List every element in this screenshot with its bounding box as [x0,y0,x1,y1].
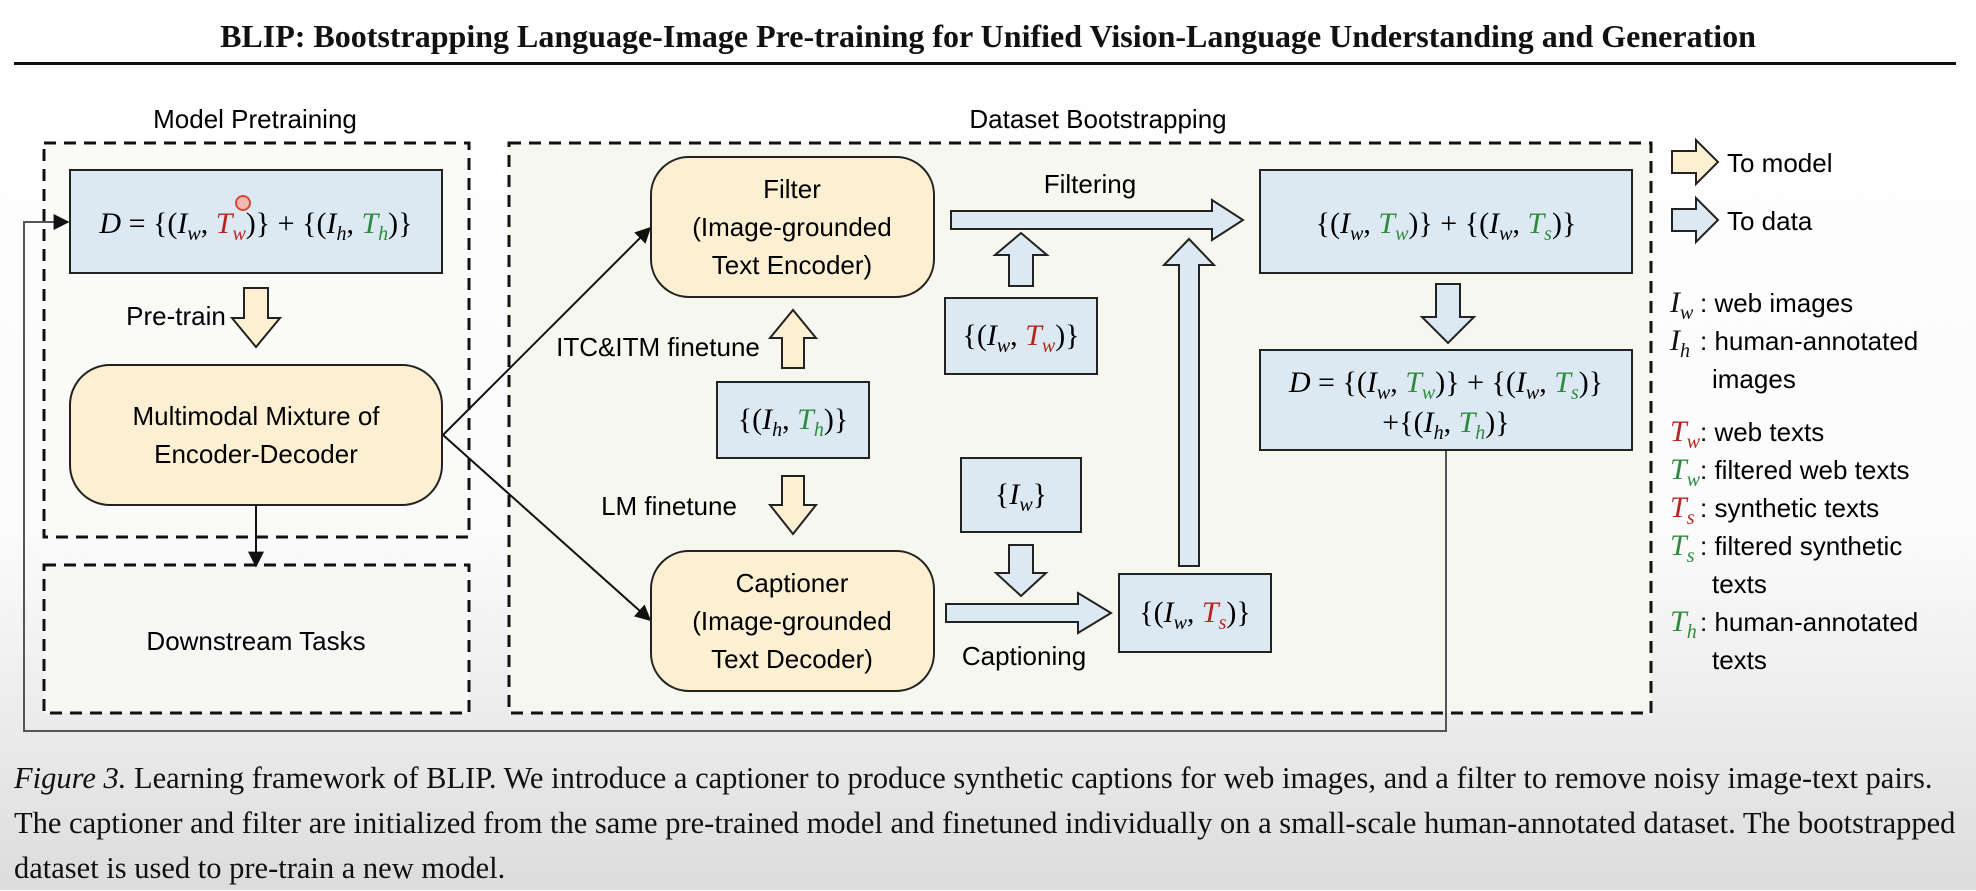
model-pretraining-label: Model Pretraining [153,104,357,134]
web-pairs-box [944,297,1098,375]
downstream-panel [42,563,471,715]
figure-title: BLIP: Bootstrapping Language-Image Pre-t… [220,18,1756,54]
filter-line1: Filter [763,174,821,204]
filtering-label: Filtering [1044,169,1136,199]
itc-itm-label: ITC&ITM finetune [556,332,760,362]
legend-desc-3-0: : filtered web texts [1700,455,1910,485]
legend-desc-5-1: texts [1712,569,1767,599]
web-pairs-formula: {(Iw, Tw)} [962,319,1079,357]
legend-symbol-ih-1: Ih [1669,324,1690,362]
new-dataset-formula-line1: D = {(Iw, Tw)} + {(Iw, Ts)} [1288,366,1603,404]
legend-desc-5-0: : filtered synthetic [1700,531,1902,561]
dataset-d-formula: D = {(Iw, Tw)} + {(Ih, Th)} [98,207,412,245]
synthetic-pairs-box [1118,573,1272,653]
lm-label: LM finetune [601,491,737,521]
captioner-line2: (Image-grounded [692,606,891,636]
legend-symbol-ts-5: Ts [1670,529,1695,567]
new-dataset-down-arrow [1419,283,1477,345]
to-model-label: To model [1727,148,1833,178]
legend-desc-1-0: : human-annotated [1700,326,1918,356]
pretrain-label: Pre-train [126,301,226,331]
cursor-indicator [235,195,251,211]
init-filter-arrow [442,226,652,436]
captioner-box [650,550,935,692]
title-rule [14,62,1956,65]
itc-itm-arrow [767,308,819,369]
filtered-pairs-box [1259,169,1633,274]
legend-symbol-iw-0: Iw [1669,286,1694,324]
to-model-legend-arrow [1671,137,1720,187]
mmoed-box [69,364,443,506]
legend-desc-6-0: : human-annotated [1700,607,1918,637]
mmoed-line2: Encoder-Decoder [154,439,358,469]
init-captioner-arrow [442,434,652,622]
dataset-bootstrapping-label: Dataset Bootstrapping [969,104,1226,134]
captioning-arrow [945,591,1113,635]
legend-symbol-tw-2: Tw [1670,415,1701,453]
web-images-down-arrow [993,544,1049,598]
new-dataset-box [1259,349,1633,451]
filtering-arrow [950,198,1245,242]
legend-desc-6-1: texts [1712,645,1767,675]
human-annotated-formula: {(Ih, Th)} [738,403,848,441]
web-images-box [960,457,1082,533]
to-data-legend-arrow [1671,195,1720,245]
mmoed-line1: Multimodal Mixture of [132,401,380,431]
pretrain-arrow [229,287,283,349]
filter-line3: Text Encoder) [712,250,872,280]
captioner-line3: Text Decoder) [711,644,873,674]
downstream-label: Downstream Tasks [146,626,365,656]
figure-caption: Figure 3. Learning framework of BLIP. We… [14,756,1964,891]
captioning-label: Captioning [962,641,1086,671]
legend-symbol-tw-3: Tw [1670,453,1701,491]
blip-framework-diagram: Model Pretraining Dataset Bootstrapping … [23,104,1918,732]
lm-arrow [767,475,819,536]
legend-symbol-th-6: Th [1670,605,1697,643]
caption-figure-label: Figure 3. [14,761,127,795]
human-annotated-box [716,381,870,459]
legend-desc-2-0: : web texts [1700,417,1824,447]
filter-line2: (Image-grounded [692,212,891,242]
new-dataset-formula-line2: +{(Ih, Th)} [1382,406,1509,444]
filter-box [650,156,935,298]
to-data-label: To data [1727,206,1813,236]
captioner-line1: Captioner [736,568,849,598]
legend-desc-0-0: : web images [1700,288,1853,318]
legend-desc-4-0: : synthetic texts [1700,493,1879,523]
caption-text: Learning framework of BLIP. We introduce… [14,761,1956,885]
feedback-loop-line [23,214,1447,732]
synthetic-pairs-formula: {(Iw, Ts)} [1139,596,1251,634]
web-pairs-up-arrow [992,231,1050,287]
legend-desc-1-1: images [1712,364,1796,394]
dataset-d-box [69,169,443,274]
legend-symbol-ts-4: Ts [1670,491,1695,529]
synthetic-up-arrow [1161,237,1217,567]
